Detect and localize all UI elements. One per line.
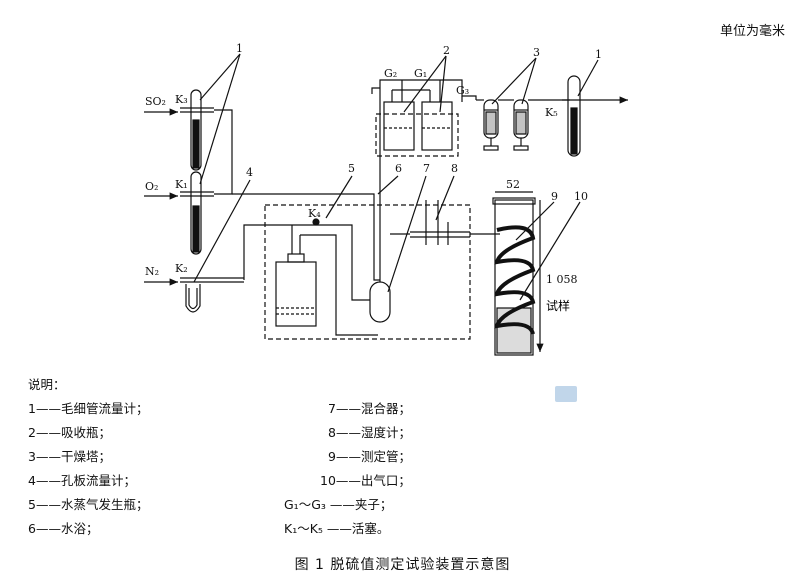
- callout-8: 8: [451, 162, 458, 175]
- callout-10: 10: [574, 190, 588, 203]
- k5-label: K₅: [545, 106, 558, 119]
- absorption-bottle-left: [383, 80, 415, 151]
- apparatus-diagram: SO₂ O₂ N₂ K₃ K₁ K₂ K₄ K₅ G₂ G₁ G₃ 1 2 3 …: [144, 42, 628, 356]
- n2-label: N₂: [145, 265, 159, 278]
- g1-label: G₁: [414, 67, 427, 80]
- dimension-width: 52: [506, 178, 520, 191]
- orifice-flowmeter: [180, 277, 244, 313]
- o2-label: O₂: [145, 180, 158, 193]
- g2-label: G₂: [384, 67, 397, 80]
- drying-tower-left: [483, 99, 499, 151]
- g3-label: G₃: [456, 84, 469, 97]
- callout-1-left: 1: [236, 42, 243, 55]
- callout-6: 6: [395, 162, 402, 175]
- capillary-flowmeter-right: [562, 75, 586, 157]
- figure-caption: 图 1 脱硫值测定试验装置示意图: [294, 557, 511, 573]
- drying-tower-right: [513, 99, 529, 151]
- legend-title: 说明：: [28, 377, 66, 392]
- k4-label: K₄: [308, 207, 321, 220]
- sample-label: 试样: [546, 298, 570, 313]
- k3-label: K₃: [175, 93, 188, 106]
- k1-label: K₁: [175, 178, 188, 191]
- humidity-meter: [390, 200, 470, 245]
- dimension-height: 1 058: [546, 273, 578, 286]
- capillary-flowmeter-middle: [180, 171, 214, 255]
- callout-9: 9: [551, 190, 558, 203]
- legend-item: 1——毛细管流量计；: [28, 401, 149, 416]
- measuring-tube: [492, 197, 536, 356]
- legend-item: 5——水蒸气发生瓶；: [28, 497, 149, 512]
- legend-item: 6——水浴；: [28, 521, 99, 536]
- callout-3: 3: [533, 46, 540, 59]
- legend-item: 9——测定管；: [328, 449, 411, 464]
- absorption-bottle-right: [421, 80, 453, 151]
- legend-item: K₁～K₅ ——活塞。: [284, 521, 390, 536]
- callout-1-right: 1: [595, 48, 602, 61]
- callout-5: 5: [348, 162, 355, 175]
- mixer: [369, 88, 391, 323]
- so2-label: SO₂: [145, 95, 166, 108]
- water-bath: [264, 204, 471, 340]
- legend-item: 2——吸收瓶；: [28, 425, 111, 440]
- legend-item: 8——湿度计；: [328, 425, 411, 440]
- legend-item: G₁～G₃ ——夹子；: [284, 497, 393, 512]
- legend-item: 4——孔板流量计；: [28, 473, 136, 488]
- legend-item: 7——混合器；: [328, 401, 411, 416]
- callout-7: 7: [423, 162, 430, 175]
- k2-label: K₂: [175, 262, 188, 275]
- callout-2: 2: [443, 44, 450, 57]
- capillary-flowmeter-top: [180, 89, 214, 171]
- absorption-bath: [375, 113, 459, 157]
- legend-item: 3——干燥塔；: [28, 449, 111, 464]
- steam-bottle: [275, 225, 378, 336]
- callout-4: 4: [246, 166, 253, 179]
- unit-note: 单位为毫米: [719, 24, 785, 39]
- watermark-logo: [555, 386, 577, 402]
- legend-item: 10——出气口；: [320, 473, 411, 488]
